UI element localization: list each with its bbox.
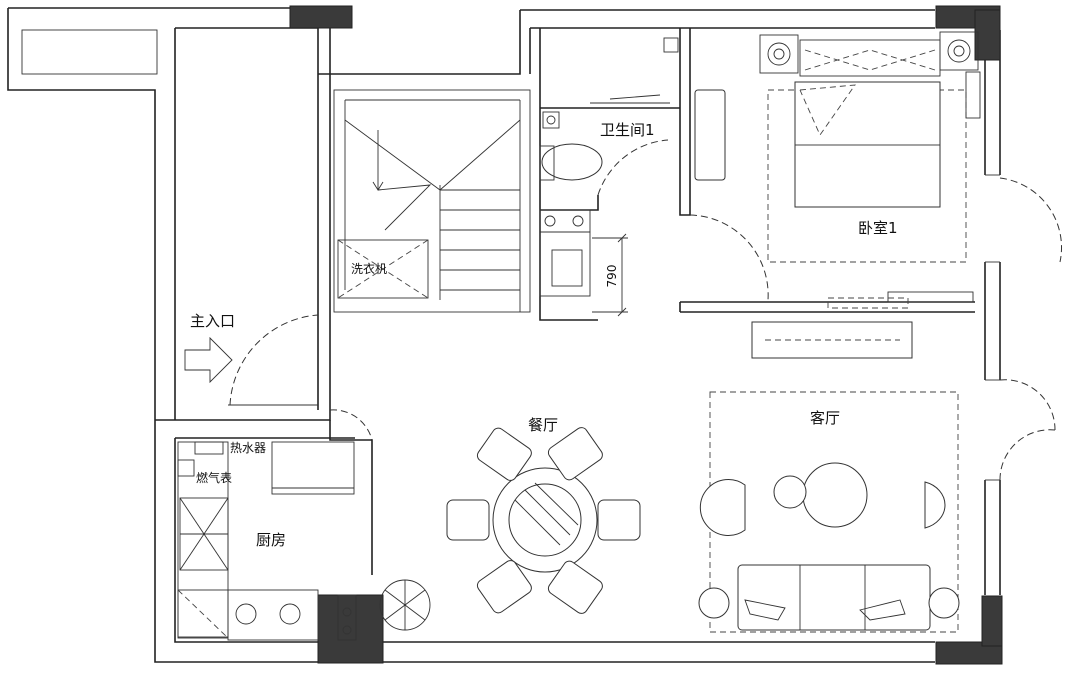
label-water-heater: 热水器 (230, 441, 266, 455)
structural-columns (289, 5, 1003, 665)
entrance-arrow-icon (184, 336, 233, 384)
room-label-bathroom: 卫生间1 (600, 121, 655, 139)
kitchen-furniture (177, 441, 357, 641)
room-label-living: 客厅 (810, 409, 840, 427)
room-label-laundry: 洗衣机 (351, 261, 387, 276)
dining-furniture (446, 427, 641, 614)
room-label-kitchen: 厨房 (256, 531, 286, 549)
plant-icon (379, 579, 431, 631)
bathroom-fixtures (539, 37, 679, 181)
exterior-walls (7, 7, 1001, 663)
dimension-line (592, 233, 628, 317)
living-room-furniture (698, 391, 960, 633)
bedroom-furniture (694, 31, 981, 309)
label-gas-meter: 燃气表 (196, 470, 232, 485)
room-label-dining: 餐厅 (528, 416, 558, 434)
room-label-entrance: 主入口 (190, 312, 235, 330)
doors (228, 139, 1063, 481)
dimension-label: 790 (605, 265, 619, 288)
room-label-bedroom: 卧室1 (858, 219, 898, 237)
